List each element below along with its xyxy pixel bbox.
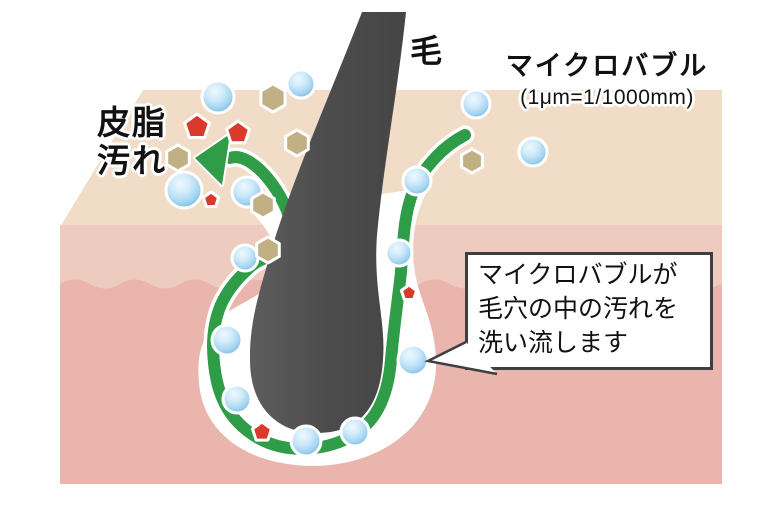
hair-label: 毛 — [410, 33, 444, 69]
dirt-particles — [165, 82, 484, 265]
microbubble-icon — [384, 238, 414, 268]
dirt-particle-icon — [460, 147, 484, 175]
sebum-dirt-label: 皮脂 汚れ — [97, 104, 167, 180]
hair-shaft — [249, 12, 406, 433]
microbubble-size-note: (1μm=1/1000mm) — [520, 86, 694, 109]
callout-box: マイクロバブルが 毛穴の中の汚れを 洗い流します — [465, 252, 713, 370]
microbubble-icon — [164, 170, 204, 210]
callout-line2: 毛穴の中の汚れを — [478, 295, 679, 323]
sebum-dirt-icon — [399, 283, 419, 301]
sebum-particles — [183, 112, 419, 442]
callout-line3: 洗い流します — [478, 329, 629, 357]
dirt-particle-icon — [255, 235, 281, 265]
microbubble-icon — [200, 79, 236, 115]
dirt-particle-icon — [259, 82, 287, 114]
sebum-dirt-label-line2: 汚れ — [97, 142, 167, 179]
microbubbles — [164, 68, 549, 458]
microbubble-icon — [289, 424, 323, 458]
microbubble-title: マイクロバブル — [505, 51, 709, 81]
callout-tail — [424, 340, 498, 376]
microbubble-icon — [210, 323, 244, 357]
sebum-dirt-icon — [201, 190, 221, 208]
skin-surface-layer — [60, 90, 722, 227]
dirt-particle-icon — [165, 143, 191, 173]
microbubble-icon — [460, 88, 492, 120]
microbubble-icon — [221, 383, 253, 415]
sebum-dirt-icon — [183, 112, 211, 139]
microbubble-icon — [339, 416, 371, 448]
flow-arrowhead-icon — [193, 132, 232, 187]
microbubble-icon — [230, 243, 260, 273]
microbubble-title-block: マイクロバブル (1μm=1/1000mm) — [498, 44, 716, 110]
microbubble-icon — [517, 136, 549, 168]
dirt-particle-icon — [250, 190, 276, 220]
dirt-particle-icon — [284, 128, 310, 158]
microbubble-icon — [401, 165, 433, 197]
callout-line1: マイクロバブルが — [478, 261, 678, 289]
sebum-dirt-icon — [225, 119, 251, 145]
sebum-dirt-label-line1: 皮脂 — [97, 104, 167, 141]
microbubble-icon — [285, 68, 317, 100]
sebum-dirt-icon — [251, 420, 273, 442]
